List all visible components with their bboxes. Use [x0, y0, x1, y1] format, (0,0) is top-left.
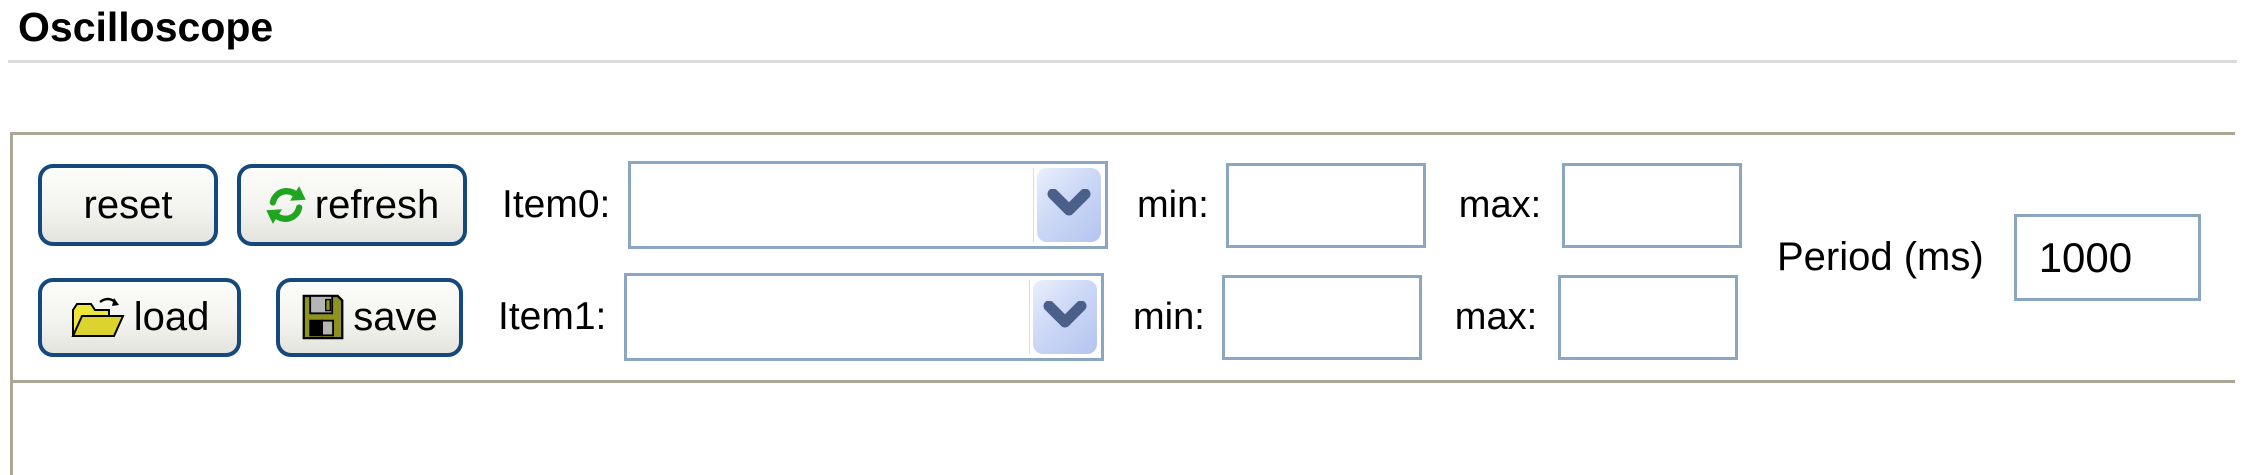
period-group: Period (ms) — [1777, 135, 2201, 380]
period-input[interactable] — [2013, 214, 2201, 301]
item0-select[interactable] — [628, 161, 1108, 249]
item0-dropdown-button[interactable] — [1037, 168, 1101, 242]
chevron-down-icon — [1047, 188, 1091, 222]
item1-max-input[interactable] — [1558, 274, 1739, 360]
refresh-button[interactable]: refresh — [237, 164, 467, 246]
item0-max-label: max: — [1458, 183, 1542, 226]
item0-min-input[interactable] — [1225, 162, 1426, 248]
refresh-icon — [265, 184, 307, 226]
toolbar-row-1: load save Item1: — [13, 273, 1739, 361]
load-button[interactable]: load — [38, 277, 241, 357]
reset-button[interactable]: reset — [38, 164, 218, 246]
chevron-down-icon — [1043, 300, 1087, 334]
control-panel: reset refresh Item0: — [10, 132, 2235, 475]
oscilloscope-toolbar: reset refresh Item0: — [13, 135, 2235, 383]
scope-display-area — [13, 383, 2235, 475]
item1-select-value — [631, 280, 1030, 354]
save-button-label: save — [353, 294, 438, 339]
period-label: Period (ms) — [1777, 235, 1984, 279]
page-title: Oscilloscope — [18, 4, 274, 50]
floppy-disk-icon — [301, 293, 345, 341]
item0-select-value — [635, 168, 1034, 242]
item1-label: Item1: — [498, 295, 607, 338]
item0-label: Item0: — [502, 183, 611, 226]
item0-min-label: min: — [1137, 183, 1209, 226]
item1-dropdown-button[interactable] — [1033, 280, 1097, 354]
item0-max-input[interactable] — [1562, 162, 1743, 248]
item1-min-input[interactable] — [1221, 274, 1422, 360]
item1-select[interactable] — [624, 273, 1104, 361]
load-button-label: load — [133, 294, 210, 339]
save-button[interactable]: save — [276, 277, 463, 357]
toolbar-row-0: reset refresh Item0: — [13, 161, 1743, 249]
item1-min-label: min: — [1133, 295, 1205, 338]
refresh-button-label: refresh — [314, 182, 440, 227]
title-divider — [8, 60, 2237, 63]
folder-open-icon — [70, 294, 126, 340]
item1-max-label: max: — [1454, 295, 1538, 338]
